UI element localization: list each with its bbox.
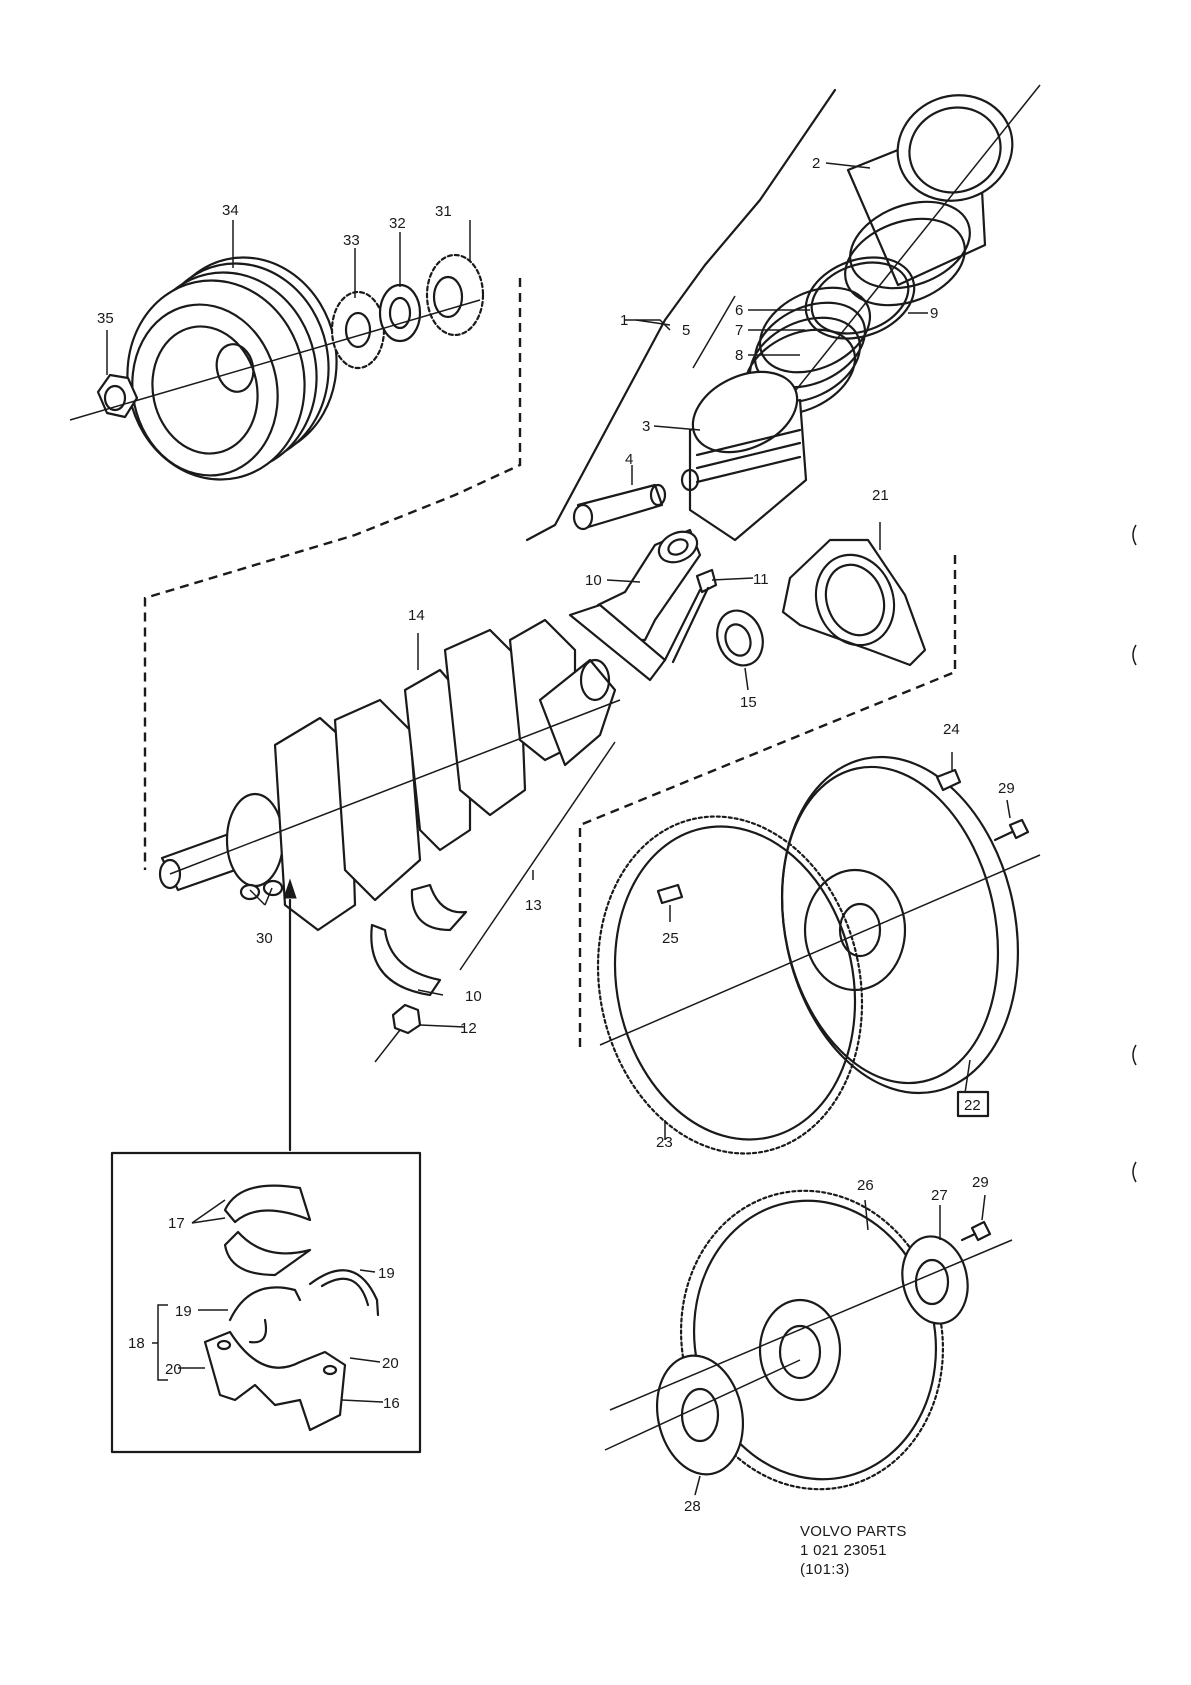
callout-9: 9 — [930, 305, 938, 322]
callout-21: 21 — [872, 487, 889, 504]
dowel-pin-25 — [656, 883, 684, 905]
flexplate-axis-lower — [604, 1359, 801, 1451]
callout-10-upper: 10 — [585, 572, 602, 589]
callout-30: 30 — [256, 930, 273, 947]
ring-gear-23 — [596, 815, 864, 1155]
cylinder-liner — [844, 94, 1014, 307]
binder-marks — [1132, 524, 1137, 1183]
callout-32: 32 — [389, 215, 406, 232]
callout-35: 35 — [97, 310, 114, 327]
callout-8: 8 — [735, 347, 743, 364]
reference-brand: VOLVO PARTS — [800, 1523, 907, 1540]
rod-bearing-shells-13 — [370, 883, 468, 997]
piston-pin — [572, 483, 667, 531]
spacer-ring-32 — [378, 283, 422, 343]
nut-12 — [374, 1003, 422, 1063]
dowel-pin-24 — [935, 768, 962, 792]
timing-gear-31 — [425, 253, 485, 337]
callout-17: 17 — [168, 1215, 185, 1232]
leader-lines — [106, 162, 1011, 1496]
reference-number: 1 021 23051 — [800, 1542, 887, 1559]
callout-20-left: 20 — [165, 1361, 182, 1378]
bearing-cap-16 — [203, 1318, 347, 1432]
callout-24: 24 — [943, 721, 960, 738]
crank-group-boundary — [578, 555, 957, 1052]
reference-page: (101:3) — [800, 1561, 850, 1578]
pilot-bearing-15 — [716, 609, 764, 667]
callout-18: 18 — [128, 1335, 145, 1352]
callout-34: 34 — [222, 202, 239, 219]
thrust-washer-19-left — [228, 1286, 302, 1322]
callout-27: 27 — [931, 1187, 948, 1204]
callout-10-lower: 10 — [465, 988, 482, 1005]
callout-19-right: 19 — [378, 1265, 395, 1282]
bracket-13 — [459, 741, 616, 971]
callout-29-lower: 29 — [972, 1174, 989, 1191]
callout-33: 33 — [343, 232, 360, 249]
callout-1: 1 — [620, 312, 628, 329]
callout-6: 6 — [735, 302, 743, 319]
crank-pulley — [126, 256, 338, 481]
thrust-washer-19-right — [308, 1269, 380, 1317]
piston — [680, 370, 808, 542]
o-ring-9 — [804, 256, 916, 340]
main-bearing-shells-17 — [223, 1184, 312, 1277]
flywheel-bolt-29-lower — [960, 1220, 992, 1242]
callout-28: 28 — [684, 1498, 701, 1515]
flywheel-axis — [599, 854, 1041, 1046]
flange-27 — [901, 1235, 969, 1325]
pulley-axis — [69, 299, 481, 421]
callout-13: 13 — [525, 897, 542, 914]
crankshaft — [158, 618, 621, 932]
connecting-rod — [568, 528, 702, 682]
callout-22-box — [956, 1090, 990, 1118]
callout-15: 15 — [740, 694, 757, 711]
flywheel-bolt-29-upper — [993, 818, 1030, 842]
callout-26: 26 — [857, 1177, 874, 1194]
callout-19-left: 19 — [175, 1303, 192, 1320]
callout-7: 7 — [735, 322, 743, 339]
rod-bolt-11 — [663, 568, 718, 664]
callout-20-right: 20 — [382, 1355, 399, 1372]
bracket-5 — [692, 295, 736, 369]
flywheel-22 — [780, 755, 1020, 1095]
reference-label: VOLVO PARTS 1 021 23051 (101:3) — [800, 1522, 907, 1579]
callout-23: 23 — [656, 1134, 673, 1151]
callout-12: 12 — [460, 1020, 477, 1037]
callout-5: 5 — [682, 322, 690, 339]
main-bearing-detail-box — [110, 1151, 422, 1454]
callout-3: 3 — [642, 418, 650, 435]
flexplate-axis-upper — [609, 1239, 1013, 1411]
callout-11: 11 — [753, 571, 769, 588]
callout-14: 14 — [408, 607, 425, 624]
cylinder-group-bracket — [525, 88, 837, 542]
nut-35 — [96, 373, 139, 419]
callout-16: 16 — [383, 1395, 400, 1412]
callout-25: 25 — [662, 930, 679, 947]
callout-31: 31 — [435, 203, 452, 220]
pulley-group-boundary — [143, 278, 522, 870]
callout-22: 22 — [964, 1097, 981, 1114]
detail-pointer-arrow — [283, 878, 297, 899]
callout-29-upper: 29 — [998, 780, 1015, 797]
timing-gear-33 — [330, 290, 386, 370]
callout-4: 4 — [625, 451, 633, 468]
rear-seal-housing-21 — [781, 538, 927, 667]
bracket-1 — [625, 319, 671, 331]
callout-2: 2 — [812, 155, 820, 172]
